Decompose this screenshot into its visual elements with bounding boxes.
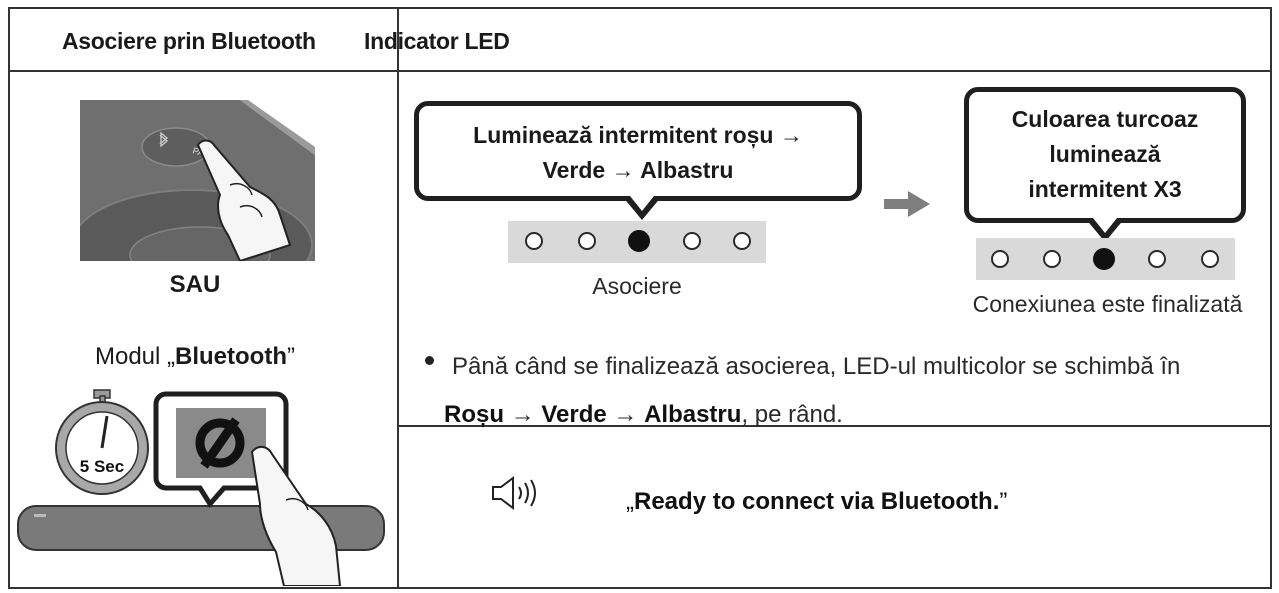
header-led-indicator: Indicator LED	[364, 28, 510, 54]
led-1	[525, 232, 543, 250]
or-label: SAU	[169, 271, 221, 298]
source-button-callout	[153, 391, 289, 509]
header-bluetooth-pairing: Asociere prin Bluetooth	[62, 28, 316, 54]
mode-name: Bluetooth	[175, 343, 287, 370]
soundbar-illustration: 5 Sec	[17, 389, 385, 586]
header-divider	[8, 70, 1272, 72]
seq-red: Roșu	[444, 401, 504, 428]
column-divider	[397, 7, 399, 589]
voice-message: Ready to connect via Bluetooth.	[634, 488, 1000, 515]
stopwatch-icon: 5 Sec	[55, 389, 149, 495]
mode-suffix: ”	[287, 343, 295, 370]
voice-prompt: „Ready to connect via Bluetooth.”	[626, 488, 1007, 516]
right-arrow-icon	[884, 191, 930, 217]
connected-callout-line3: intermitent X3	[1028, 176, 1182, 202]
connected-led-callout: Culoarea turcoaz luminează intermitent X…	[964, 87, 1246, 223]
note-line2: Roșu → Verde → Albastru, pe rând.	[444, 391, 1252, 439]
connected-callout-line2: luminează	[1049, 141, 1161, 167]
timer-label: 5 Sec	[80, 457, 124, 476]
seq-blue: Albastru	[644, 401, 742, 428]
close-quote: ”	[999, 488, 1008, 515]
seq-arrow-1: →	[510, 401, 535, 428]
led-5	[733, 232, 751, 250]
speaker-icon	[492, 476, 536, 510]
led-1	[991, 250, 1009, 268]
led-2	[578, 232, 596, 250]
led-4	[1148, 250, 1166, 268]
pairing-callout-pointer	[622, 196, 662, 220]
bluetooth-mode-label: Modul „Bluetooth”	[0, 343, 390, 371]
pairing-led-callout: Luminează intermitent roșu → Verde → Alb…	[414, 101, 862, 201]
connected-callout-line1: Culoarea turcoaz	[1011, 106, 1199, 132]
pairing-caption: Asociere	[592, 273, 682, 299]
pairing-callout-line1: Luminează intermitent roșu →	[473, 122, 803, 148]
connected-caption: Conexiunea este finalizată	[972, 291, 1243, 317]
led-sequence-note: Până când se finalizează asocierea, LED-…	[444, 343, 1252, 439]
voice-row-divider	[397, 425, 1272, 427]
instruction-table	[8, 7, 1272, 589]
source-icon	[195, 418, 245, 468]
open-quote: „	[626, 488, 634, 515]
mode-prefix: Modul „	[94, 343, 176, 370]
pair-button-illustration: PAIR	[80, 95, 315, 261]
note-line1: Până când se finalizează asocierea, LED-…	[452, 353, 1181, 380]
led-3-active	[1093, 248, 1115, 270]
seq-green: Verde	[541, 401, 607, 428]
led-2	[1043, 250, 1061, 268]
led-5	[1201, 250, 1219, 268]
led-3-active	[628, 230, 650, 252]
connected-callout-pointer	[1085, 218, 1125, 242]
led-4	[683, 232, 701, 250]
seq-tail: , pe rând.	[741, 401, 843, 428]
seq-arrow-2: →	[613, 401, 638, 428]
bullet-point	[425, 356, 434, 365]
pairing-callout-line2: Verde → Albastru	[542, 157, 734, 183]
